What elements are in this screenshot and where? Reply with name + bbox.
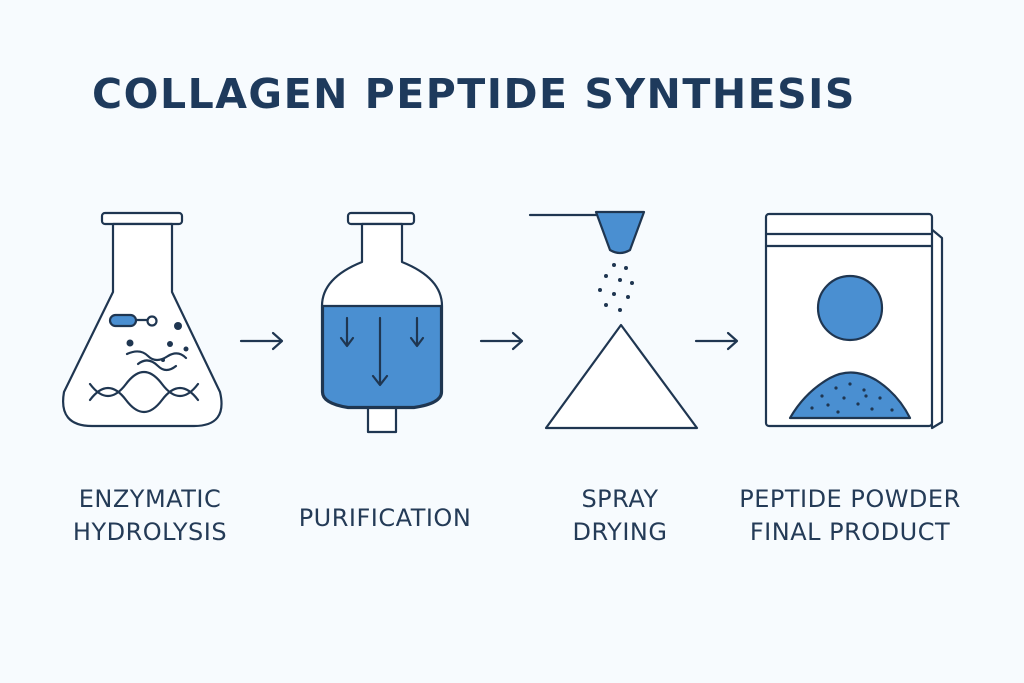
step-label-line: PURIFICATION — [298, 504, 472, 532]
diagram-title: COLLAGEN PEPTIDE SYNTHESIS — [92, 70, 856, 118]
step-label-spray-drying: SPRAY DRYING — [520, 483, 720, 549]
spray-dryer-icon — [528, 210, 699, 430]
step-label-line: PEPTIDE POWDER — [739, 485, 961, 513]
step-label-line: FINAL PRODUCT — [749, 518, 951, 546]
step-label-purification: PURIFICATION — [270, 502, 500, 535]
step-label-line: SPRAY — [581, 485, 659, 513]
flow-arrow-1 — [239, 331, 284, 351]
step-label-line: HYDROLYSIS — [72, 518, 228, 546]
flow-arrow-3 — [694, 331, 739, 351]
step-label-enzymatic-hydrolysis: ENZYMATIC HYDROLYSIS — [40, 483, 260, 549]
separatory-funnel-icon — [320, 211, 444, 434]
flow-arrow-2 — [479, 331, 524, 351]
step-label-line: DRYING — [572, 518, 668, 546]
powder-bag-icon — [764, 212, 944, 430]
erlenmeyer-flask-icon — [62, 211, 223, 428]
step-label-peptide-powder: PEPTIDE POWDER FINAL PRODUCT — [720, 483, 980, 549]
step-label-line: ENZYMATIC — [78, 485, 222, 513]
